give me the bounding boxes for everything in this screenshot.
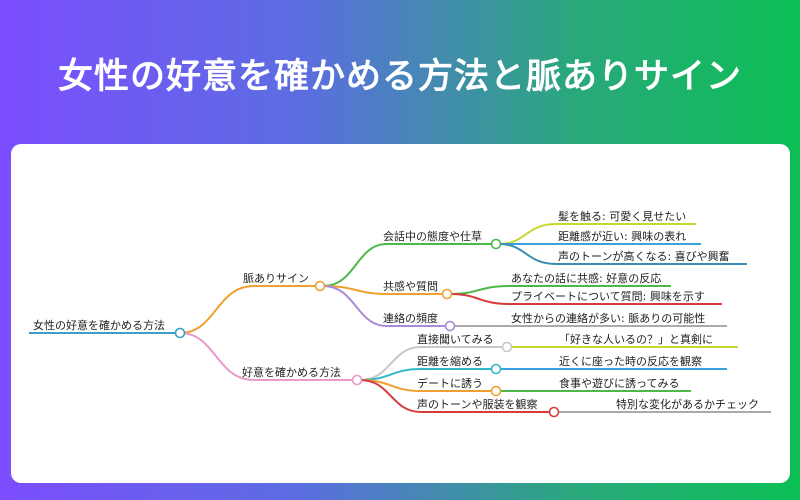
edge-sympathy-leaf2 [449, 293, 722, 305]
node-ask-label: 直接聞いてみる [417, 332, 494, 346]
node-sympathy-label: 共感や質問 [383, 279, 438, 293]
node-distance[interactable] [490, 363, 502, 375]
edge-root-methods [179, 332, 354, 381]
leaf-voice: 特別な変化があるかチェック [616, 397, 759, 411]
node-talk-label: 会話中の態度や仕草 [383, 229, 482, 243]
node-methods[interactable] [351, 374, 363, 386]
edge-signs-talk [322, 243, 493, 287]
leaf-date: 食事や遊びに誘ってみる [559, 376, 679, 390]
node-signs-label: 脈ありサイン [243, 271, 309, 285]
node-talk[interactable] [490, 238, 502, 250]
leaf-ask: 「好きな人いるの？」と真剣に [559, 332, 713, 346]
node-methods-label: 好意を確かめる方法 [242, 365, 341, 379]
edge-signs-sympathy [322, 285, 444, 295]
node-distance-label: 距離を縮める [417, 354, 483, 368]
edge-root-signs [179, 285, 317, 334]
leaf-sympathy-2: プライベートについて質問: 興味を示す [511, 289, 705, 303]
node-contact[interactable] [444, 320, 456, 332]
node-signs[interactable] [314, 280, 326, 292]
node-ask[interactable] [501, 341, 513, 353]
leaf-distance: 近くに座った時の反応を観察 [559, 354, 702, 368]
edge-signs-contact [322, 285, 447, 327]
edge-methods-voice [359, 379, 551, 413]
leaf-sympathy-1: あなたの話に共感: 好意の反応 [511, 271, 661, 285]
node-date[interactable] [490, 385, 502, 397]
node-sympathy[interactable] [441, 288, 453, 300]
mindmap-diagram: 女性の好意を確かめる方法 脈ありサイン 好意を確かめる方法 会話中の態度や仕草 … [29, 209, 771, 418]
leaf-talk-1: 髪を触る: 可愛く見せたい [558, 209, 686, 223]
node-voice[interactable] [548, 406, 560, 418]
leaf-talk-2: 距離感が近い: 興味の表れ [558, 229, 686, 243]
leaf-contact-1: 女性からの連絡が多い: 脈ありの可能性 [511, 311, 705, 325]
mindmap-card: 女性の好意を確かめる方法 脈ありサイン 好意を確かめる方法 会話中の態度や仕草 … [11, 144, 790, 483]
node-contact-label: 連絡の頻度 [383, 311, 438, 325]
node-voice-label: 声のトーンや服装を観察 [417, 397, 537, 411]
leaf-talk-3: 声のトーンが高くなる: 喜びや興奮 [558, 249, 730, 263]
page-title: 女性の好意を確かめる方法と脈ありサイン [57, 57, 742, 97]
node-root[interactable] [174, 327, 186, 339]
node-root-label: 女性の好意を確かめる方法 [33, 318, 165, 332]
edge-talk-leaf3 [498, 243, 747, 265]
node-date-label: デートに誘う [417, 376, 483, 390]
